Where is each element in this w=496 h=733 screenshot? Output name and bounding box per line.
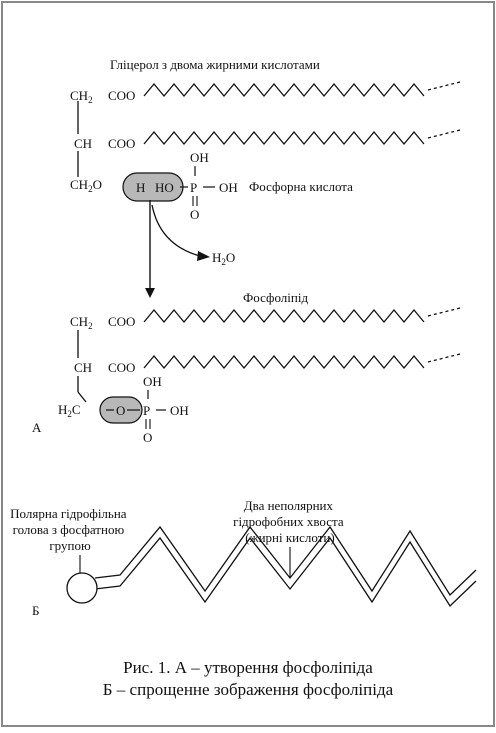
o-ester: O [116, 403, 125, 418]
caption-line-1: Рис. 1. А – утворення фосфоліпіда [123, 658, 373, 677]
ho-group: HO [155, 180, 174, 195]
ch2o-top: CH2O [70, 177, 102, 194]
chain-continuation-4 [427, 353, 461, 363]
oh-right-bottom: OH [170, 403, 189, 418]
ch-bottom: CH [74, 360, 92, 375]
glycerol-title: Гліцерол з двома жирними кислотами [110, 57, 320, 72]
o-down-top: O [190, 207, 199, 222]
h-atom: H [136, 180, 145, 195]
fatty-acid-chain-1 [143, 82, 425, 98]
coo-bottom-2: COO [108, 360, 135, 375]
hydrophobic-tail-1 [94, 525, 477, 597]
p-atom-bottom: P [143, 403, 150, 418]
head-label: Полярна гідрофільна голова з фосфатною г… [10, 506, 130, 553]
coo-top-2: COO [108, 136, 135, 151]
oh-up-top: OH [190, 150, 209, 165]
part-a-letter: А [32, 420, 42, 435]
hydrophobic-tail-2 [94, 536, 477, 608]
chain-continuation-3 [427, 307, 461, 317]
polar-head [66, 572, 98, 604]
phosphoric-acid-label: Фосфорна кислота [249, 179, 353, 194]
oh-up-bottom: OH [143, 374, 162, 389]
water-arrow-head [197, 251, 210, 261]
ch2-top: CH2 [70, 88, 93, 105]
part-b-letter: Б [32, 603, 39, 618]
h2c-bottom: H2C [58, 402, 81, 419]
ester-highlight [99, 396, 143, 424]
fatty-acid-chain-3 [143, 308, 425, 324]
fatty-acid-chains [143, 81, 461, 370]
hydrophobic-tails [94, 525, 477, 608]
fatty-acid-chain-4 [143, 354, 425, 370]
backbone-line-5 [77, 391, 87, 403]
oh-right-top: OH [219, 180, 238, 195]
o-down-bottom: O [143, 430, 152, 445]
tail-label: Два неполярних гідрофобних хвоста (жирні… [233, 498, 347, 545]
chain-continuation-2 [427, 129, 461, 139]
caption-line-2: Б – спрощенне зображення фосфоліпіда [103, 680, 394, 699]
reaction-arrow-head [145, 288, 155, 298]
water-highlight [122, 172, 184, 202]
p-atom-top: P [190, 180, 197, 195]
coo-bottom-1: COO [108, 314, 135, 329]
water-label: H2O [212, 250, 235, 267]
ch-top: CH [74, 136, 92, 151]
chain-continuation-1 [427, 81, 461, 91]
water-arrow [151, 204, 201, 257]
fatty-acid-chain-2 [143, 130, 425, 146]
ch2-bottom: CH2 [70, 314, 93, 331]
coo-top-1: COO [108, 88, 135, 103]
phospholipid-label: Фосфоліпід [243, 290, 308, 305]
